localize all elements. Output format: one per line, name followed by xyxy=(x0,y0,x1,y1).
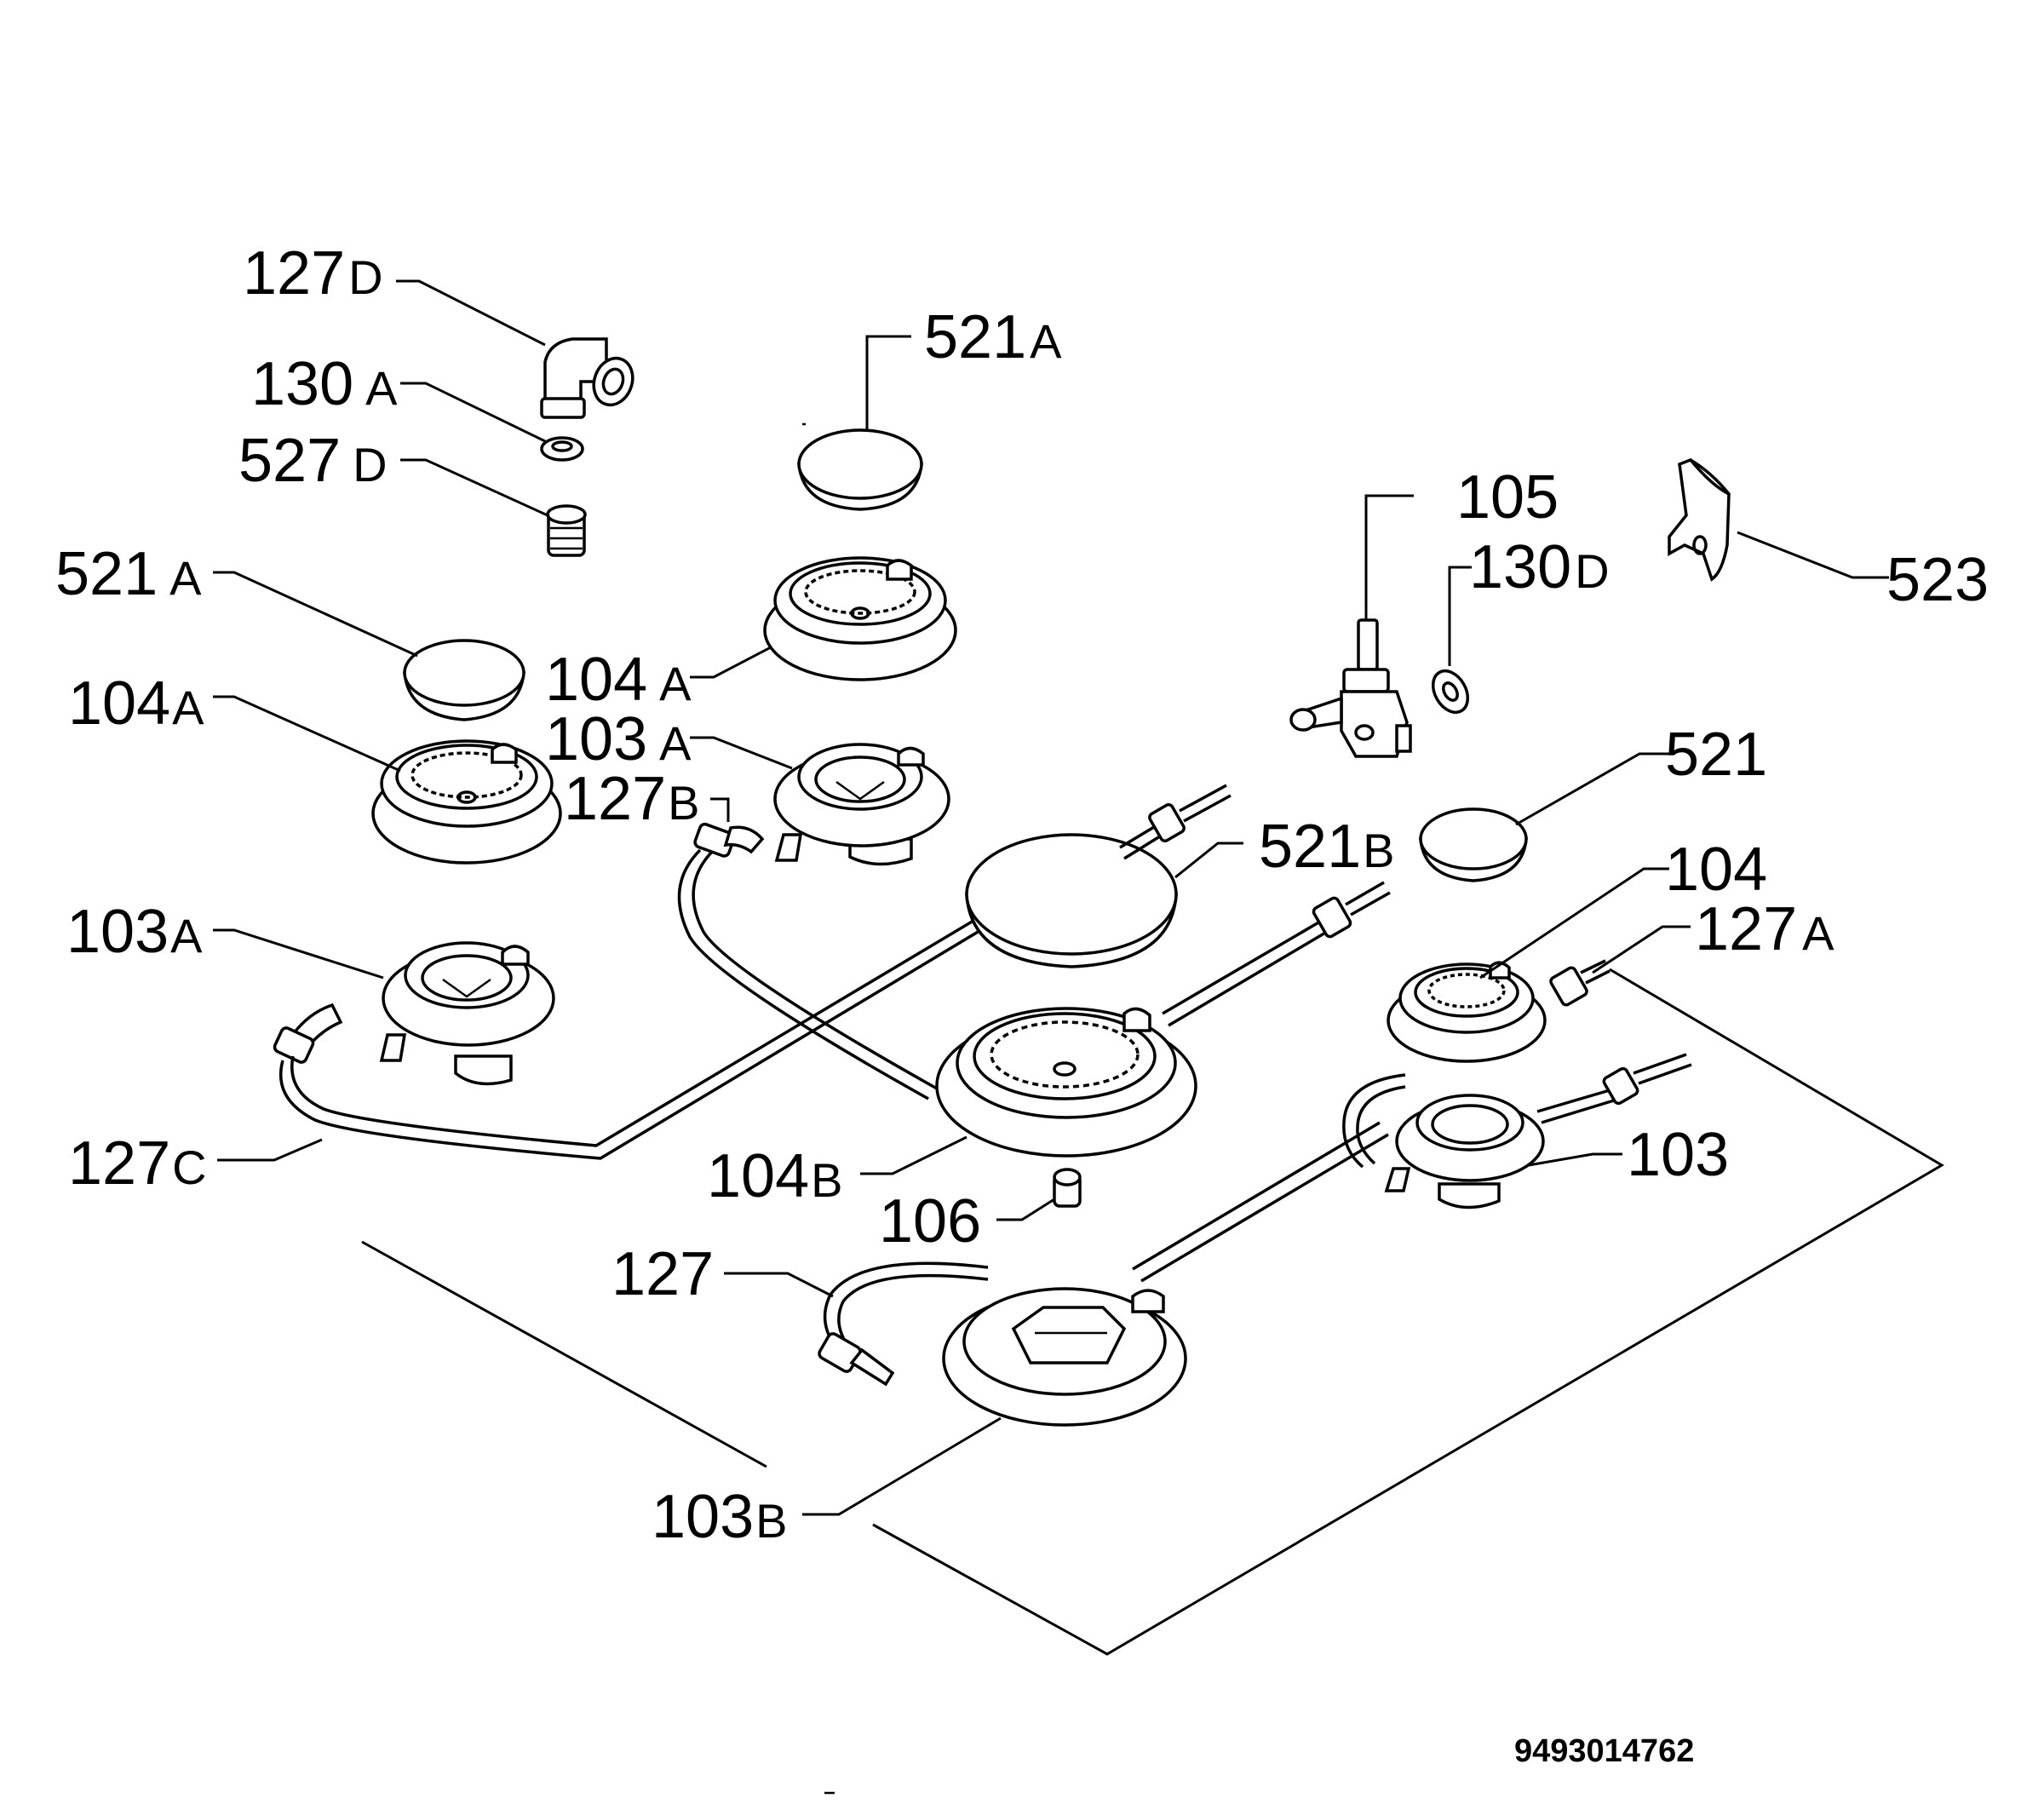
label-127B: 127B xyxy=(564,765,700,833)
part-burner-cap-521 xyxy=(1419,807,1528,882)
part-gas-tap-105 xyxy=(1289,618,1412,758)
part-burner-cap-521A-left xyxy=(403,639,525,721)
label-127: 127 xyxy=(611,1240,714,1308)
label-127D: 127D xyxy=(243,239,383,307)
part-burner-base-103 xyxy=(1342,1053,1692,1209)
document-number: 9493014762 xyxy=(1514,1733,1694,1769)
scan-specks xyxy=(802,422,835,1795)
label-130D: 130D xyxy=(1469,533,1610,601)
label-104A-left: 104A xyxy=(68,669,204,738)
label-106: 106 xyxy=(879,1187,981,1255)
label-104B: 104B xyxy=(707,1142,843,1210)
label-103A-left: 103A xyxy=(66,898,203,966)
label-103B: 103B xyxy=(652,1483,788,1551)
part-burner-base-103A-left xyxy=(379,941,555,1086)
label-104: 104 xyxy=(1665,836,1767,904)
part-burner-crown-104A-left xyxy=(371,739,562,865)
label-521: 521 xyxy=(1665,721,1767,789)
part-clip-523 xyxy=(1668,457,1731,582)
part-washer-130A xyxy=(540,436,584,462)
part-gas-pipe-127C xyxy=(273,916,985,1160)
label-103: 103 xyxy=(1627,1121,1729,1189)
part-nut-527D xyxy=(546,504,587,557)
part-burner-base-103B xyxy=(942,1287,1187,1427)
label-523: 523 xyxy=(1886,546,1989,614)
part-washer-130D xyxy=(1431,669,1470,714)
part-supply-pipes xyxy=(1119,784,1391,1283)
label-105: 105 xyxy=(1456,463,1559,531)
part-burner-crown-104 xyxy=(1387,961,1547,1063)
part-elbow-fitting-127D xyxy=(540,337,634,419)
leader-lines xyxy=(213,279,1889,1516)
part-burner-base-103A-center xyxy=(773,743,950,866)
part-gas-pipe-127B xyxy=(677,822,938,1100)
hob-frame-outline xyxy=(361,968,1944,1656)
part-burner-crown-104B xyxy=(935,1007,1197,1158)
part-nozzle-127A xyxy=(1549,959,1611,1007)
part-gas-pipe-127 xyxy=(818,1261,989,1387)
part-injector-106 xyxy=(1053,1168,1082,1208)
label-521B: 521B xyxy=(1259,813,1395,881)
part-burner-cap-521B xyxy=(965,833,1178,968)
part-burner-cap-521A-top xyxy=(797,428,923,511)
label-127C: 127C xyxy=(68,1129,207,1198)
label-521A-top: 521A xyxy=(924,303,1062,371)
part-burner-crown-104A-center xyxy=(763,556,957,681)
